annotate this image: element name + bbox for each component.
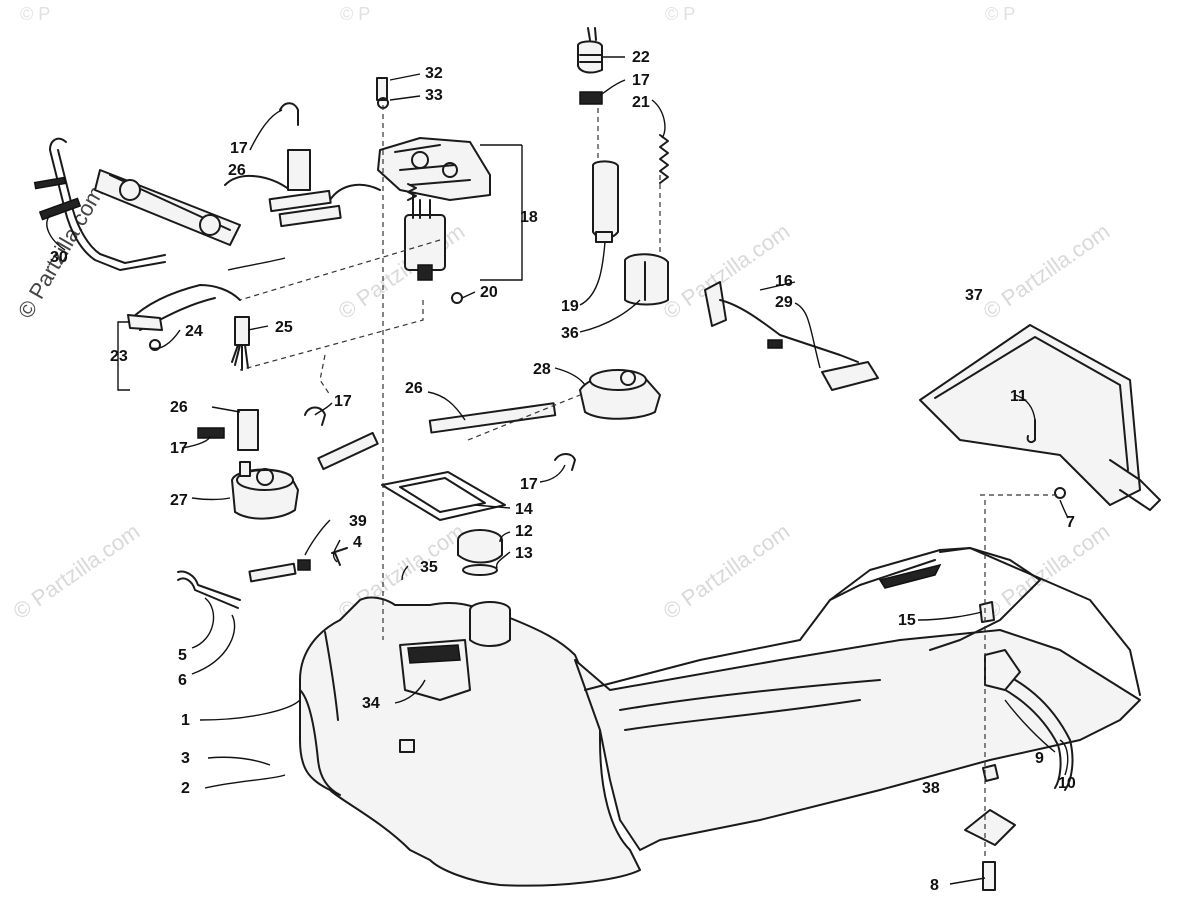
callout-15: 15 (898, 612, 916, 629)
callout-26: 26 (228, 162, 246, 179)
callout-29: 29 (775, 294, 793, 311)
callout-17: 17 (520, 476, 538, 493)
callout-2: 2 (181, 780, 190, 797)
callout-17: 17 (632, 72, 650, 89)
assembly-guides (239, 105, 1060, 860)
watermark-corner: © P (340, 4, 370, 24)
callout-19: 19 (561, 298, 579, 315)
callout-10: 10 (1058, 775, 1076, 792)
callout-17: 17 (334, 393, 352, 410)
callout-20: 20 (480, 284, 498, 301)
callout-39: 39 (349, 513, 367, 530)
callout-32: 32 (425, 65, 443, 82)
callout-23: 23 (110, 348, 128, 365)
callout-34: 34 (362, 695, 380, 712)
callout-4: 4 (353, 534, 362, 551)
callout-21: 21 (632, 94, 650, 111)
watermark: © Partzilla.com (334, 219, 470, 325)
callout-11: 11 (1010, 388, 1027, 405)
callout-17: 17 (230, 140, 248, 157)
callout-18: 18 (520, 209, 538, 226)
callout-12: 12 (515, 523, 533, 540)
callout-36: 36 (561, 325, 579, 342)
callout-7: 7 (1066, 514, 1075, 531)
callout-17: 17 (170, 440, 188, 457)
watermark: © Partzilla.com (979, 519, 1115, 625)
callout-16: 16 (775, 273, 793, 290)
watermark-corner: © P (665, 4, 695, 24)
callout-37: 37 (965, 287, 983, 304)
callout-labels: 1 2 3 4 5 6 7 8 9 10 11 12 13 14 15 16 1… (50, 49, 1076, 894)
callout-25: 25 (275, 319, 293, 336)
callout-35: 35 (420, 559, 438, 576)
watermark: © Partzilla.com (659, 519, 795, 625)
callout-27: 27 (170, 492, 188, 509)
callout-22: 22 (632, 49, 650, 66)
electric-pump-illustration (577, 27, 879, 391)
callout-14: 14 (515, 501, 533, 518)
callout-9: 9 (1035, 750, 1044, 767)
callout-26: 26 (170, 399, 188, 416)
watermark-corner: © P (20, 4, 50, 24)
callout-3: 3 (181, 750, 190, 767)
watermark: © Partzilla.com (979, 219, 1115, 325)
callout-30: 30 (50, 249, 68, 266)
callout-26: 26 (405, 380, 423, 397)
watermark: © Partzilla.com (9, 519, 145, 625)
callout-8: 8 (930, 877, 939, 894)
fuel-pump-assembly-illustration (33, 77, 661, 609)
callout-38: 38 (922, 780, 940, 797)
callout-28: 28 (533, 361, 551, 378)
callout-24: 24 (185, 323, 203, 340)
callout-6: 6 (178, 672, 187, 689)
watermark: © Partzilla.com (659, 219, 795, 325)
watermark-corner: © P (985, 4, 1015, 24)
callout-1: 1 (181, 712, 190, 729)
callout-13: 13 (515, 545, 533, 562)
callout-5: 5 (178, 647, 187, 664)
leader-lines (46, 56, 1069, 885)
tray-illustration (919, 324, 1161, 891)
callout-33: 33 (425, 87, 443, 104)
